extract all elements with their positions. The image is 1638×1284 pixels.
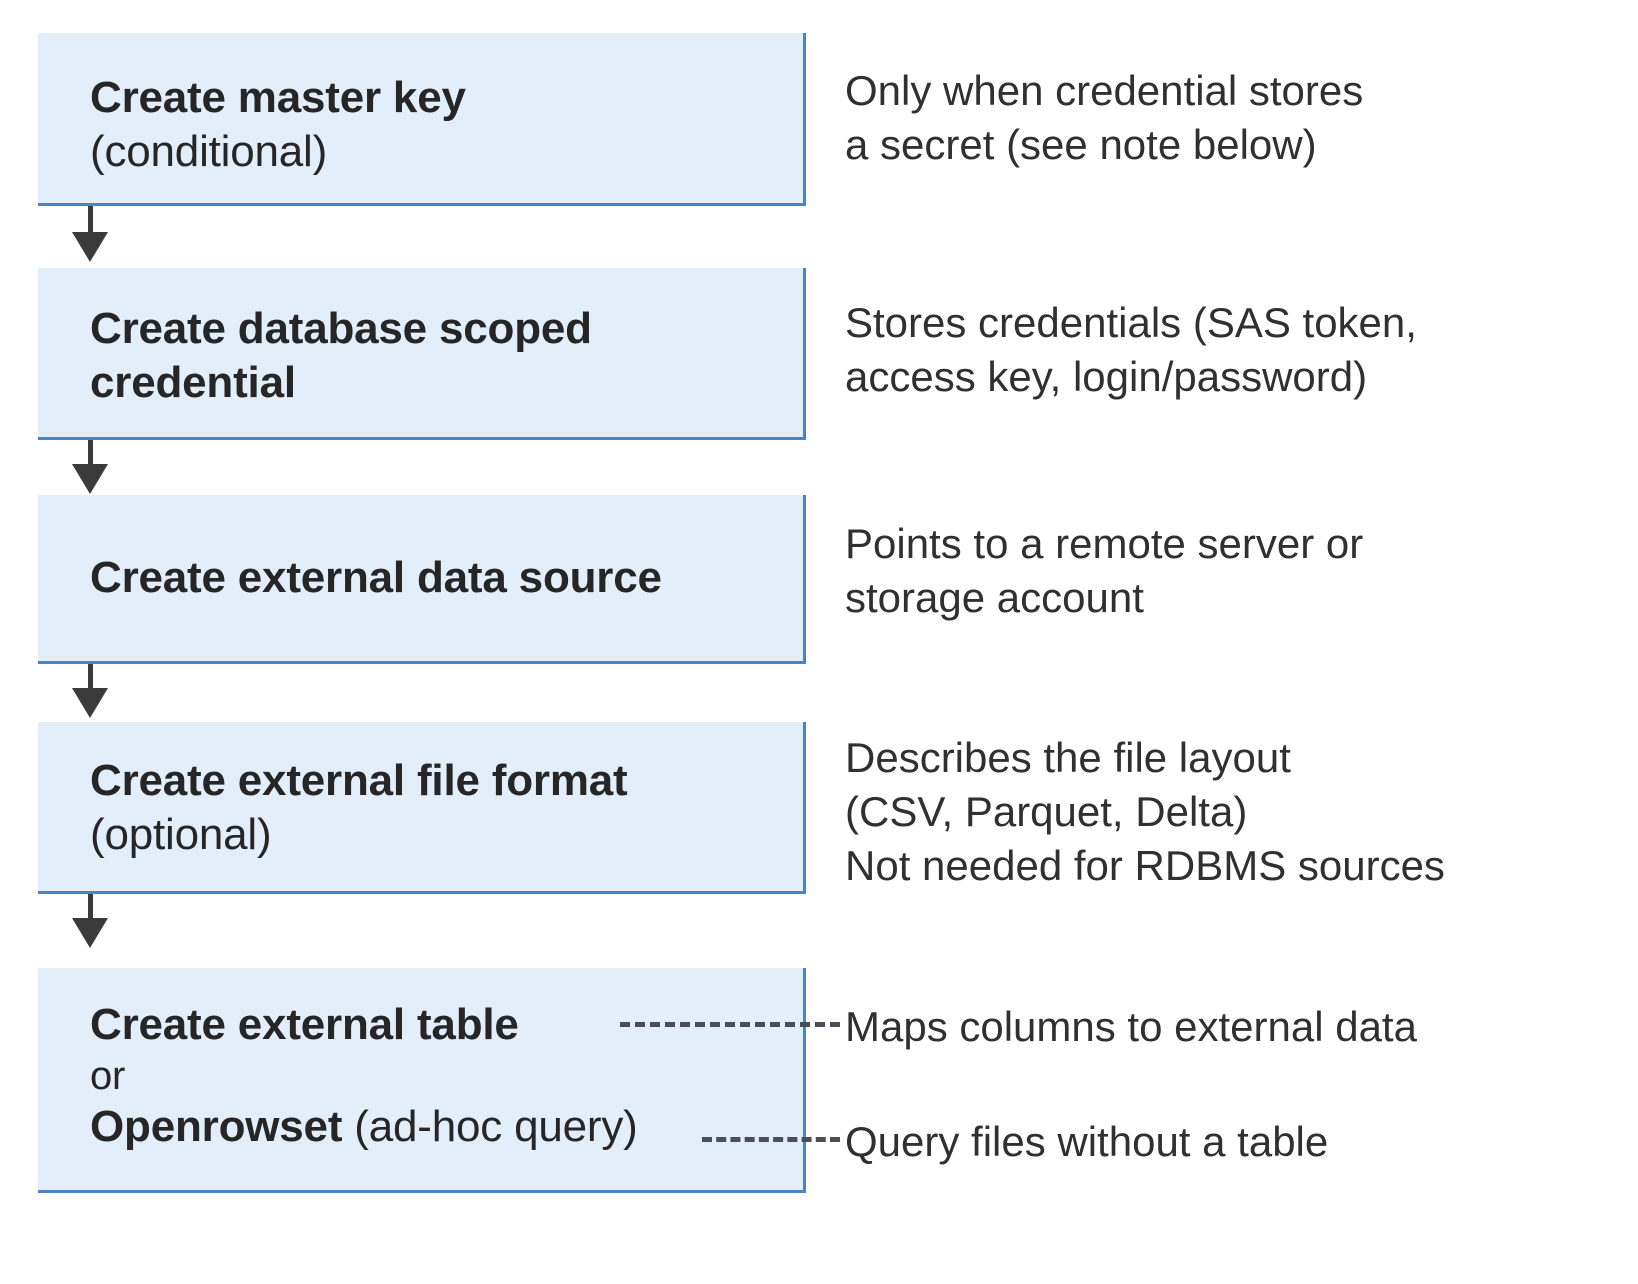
step-5-text-block: Create external table or Openrowset (ad-… bbox=[90, 998, 793, 1154]
step-4-description-line-2: (CSV, Parquet, Delta) bbox=[845, 787, 1248, 835]
step-5-alt-title-line: Openrowset (ad-hoc query) bbox=[90, 1100, 793, 1154]
step-1-text-block: Create master key (conditional) bbox=[90, 71, 793, 178]
step-5-connector-label: or bbox=[90, 1053, 126, 1098]
step-4-subtitle: (optional) bbox=[90, 809, 272, 859]
step-5-alt-title: Openrowset bbox=[90, 1102, 343, 1152]
step-2-title-line-1: Create database scoped bbox=[90, 304, 592, 353]
arrow-head-2-to-3 bbox=[72, 464, 108, 494]
step-2-title-line-2: credential bbox=[90, 357, 296, 407]
step-box-create-master-key[interactable]: Create master key (conditional) bbox=[38, 33, 806, 206]
step-5-title: Create external table bbox=[90, 1000, 519, 1049]
step-3-text-block: Create external data source bbox=[90, 551, 793, 605]
step-2-description-line-2: access key, login/password) bbox=[845, 352, 1368, 400]
step-5-description-openrowset-text: Query files without a table bbox=[845, 1118, 1329, 1165]
dashed-connector-external-table bbox=[620, 1022, 840, 1027]
arrow-head-1-to-2 bbox=[72, 232, 108, 262]
step-5-description-openrowset: Query files without a table bbox=[845, 1115, 1328, 1169]
arrow-stem-3-to-4 bbox=[88, 664, 93, 696]
step-4-description-line-3: Not needed for RDBMS sources bbox=[845, 841, 1445, 889]
step-2-text-block: Create database scoped credential bbox=[90, 302, 793, 409]
step-2-description: Stores credentials (SAS token, access ke… bbox=[845, 296, 1417, 404]
step-1-description-line-2: a secret (see note below) bbox=[845, 120, 1317, 168]
step-5-description-table-text: Maps columns to external data bbox=[845, 1003, 1417, 1050]
step-box-create-external-data-source[interactable]: Create external data source bbox=[38, 495, 806, 664]
step-3-description-line-1: Points to a remote server or bbox=[845, 520, 1364, 567]
step-1-subtitle: (conditional) bbox=[90, 126, 328, 176]
arrow-stem-1-to-2 bbox=[88, 206, 93, 238]
step-3-title: Create external data source bbox=[90, 553, 662, 602]
step-1-title: Create master key bbox=[90, 73, 466, 122]
arrow-stem-4-to-5 bbox=[88, 894, 93, 926]
step-1-description-line-1: Only when credential stores bbox=[845, 67, 1364, 114]
step-box-create-database-scoped-credential[interactable]: Create database scoped credential bbox=[38, 268, 806, 440]
step-5-description-external-table: Maps columns to external data bbox=[845, 1000, 1417, 1054]
arrow-head-4-to-5 bbox=[72, 918, 108, 948]
arrow-stem-2-to-3 bbox=[88, 440, 93, 472]
step-4-title: Create external file format bbox=[90, 756, 628, 805]
dashed-connector-openrowset bbox=[702, 1137, 840, 1142]
step-1-description: Only when credential stores a secret (se… bbox=[845, 64, 1363, 172]
step-3-description-line-2: storage account bbox=[845, 573, 1144, 621]
step-box-create-external-file-format[interactable]: Create external file format (optional) bbox=[38, 722, 806, 894]
arrow-head-3-to-4 bbox=[72, 688, 108, 718]
step-box-create-external-table-or-openrowset[interactable]: Create external table or Openrowset (ad-… bbox=[38, 968, 806, 1193]
step-5-alt-suffix: (ad-hoc query) bbox=[342, 1102, 638, 1152]
step-4-description-line-1: Describes the file layout bbox=[845, 734, 1291, 781]
step-4-text-block: Create external file format (optional) bbox=[90, 754, 793, 861]
step-4-description: Describes the file layout (CSV, Parquet,… bbox=[845, 731, 1445, 892]
step-2-description-line-1: Stores credentials (SAS token, bbox=[845, 299, 1417, 346]
step-3-description: Points to a remote server or storage acc… bbox=[845, 517, 1363, 625]
